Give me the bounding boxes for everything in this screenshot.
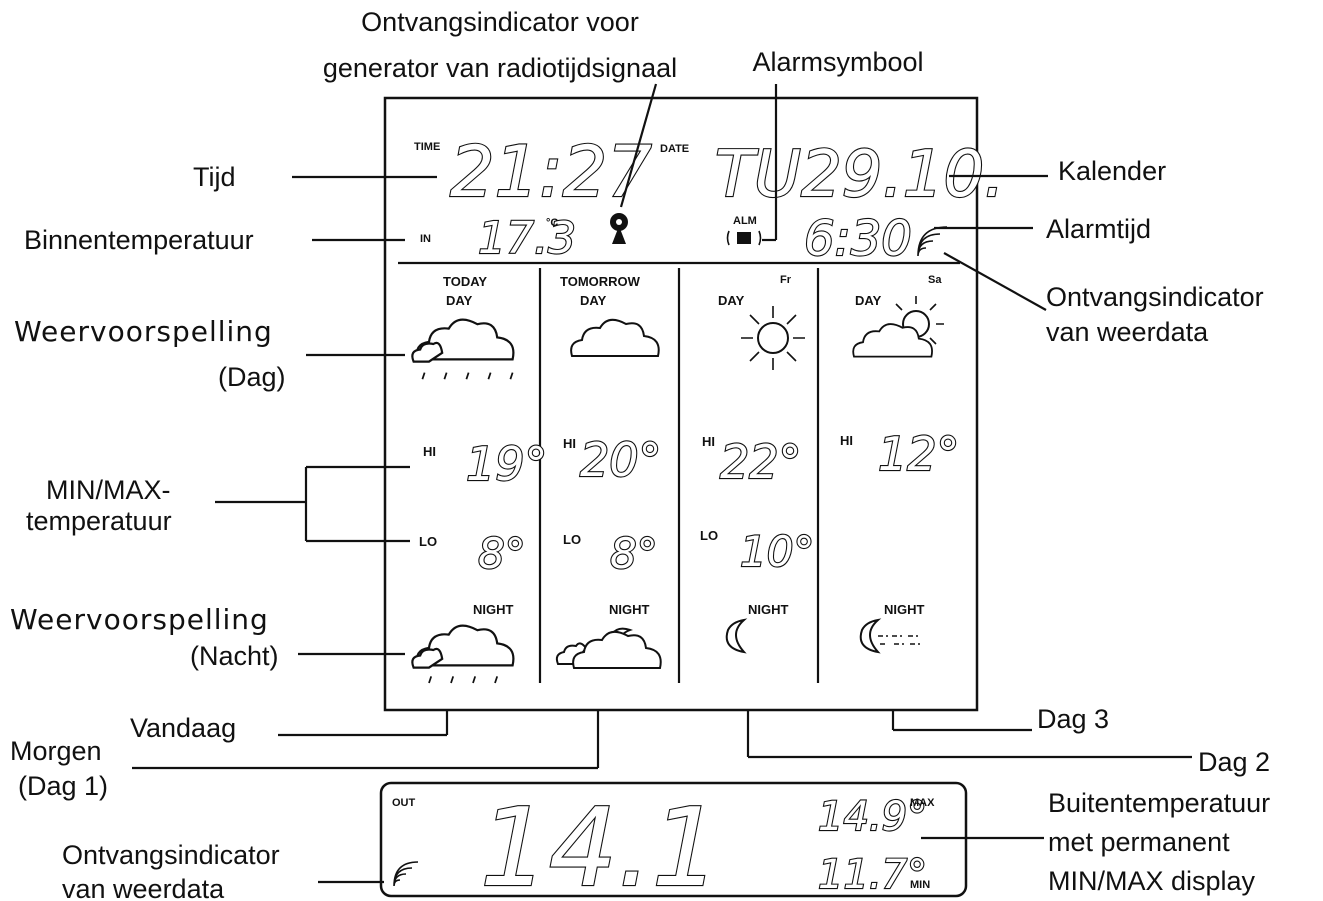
lo-temperature: 8° bbox=[610, 529, 658, 578]
hi-label: HI bbox=[563, 436, 576, 451]
moon-fog-icon bbox=[859, 618, 920, 654]
moon-cloud-icon bbox=[555, 627, 662, 669]
callout-outdoor-reception-line1: Ontvangsindicator bbox=[62, 840, 280, 870]
callout-tomorrow-line1: Morgen bbox=[10, 736, 102, 766]
callout-minmax-line2: temperatuur bbox=[26, 506, 172, 536]
outdoor-max-value: 14.9° bbox=[818, 794, 927, 840]
callout-minmax-line1: MIN/MAX- bbox=[46, 475, 171, 505]
callout-forecast-night-line1: Weervoorspelling bbox=[10, 603, 269, 636]
lo-label: LO bbox=[563, 532, 581, 547]
callout-weather-reception-line1: Ontvangsindicator bbox=[1046, 282, 1264, 312]
alm-label: ALM bbox=[733, 215, 757, 227]
hi-label: HI bbox=[423, 444, 436, 459]
out-label: OUT bbox=[392, 797, 416, 809]
outdoor-display-frame bbox=[379, 781, 968, 898]
col-head-today: TODAY bbox=[443, 274, 487, 289]
rain-cloud-icon bbox=[411, 624, 515, 684]
col-head-tomorrow: TOMORROW bbox=[560, 274, 641, 289]
callout-outdoor-temp-line3: MIN/MAX display bbox=[1048, 866, 1256, 896]
radio-tower-icon bbox=[610, 213, 628, 244]
callout-outdoor-temp-line1: Buitentemperatuur bbox=[1048, 788, 1270, 818]
callout-today: Vandaag bbox=[130, 713, 236, 743]
callout-day2: Dag 2 bbox=[1198, 747, 1270, 777]
min-label: MIN bbox=[910, 879, 930, 891]
callout-outdoor-reception-line2: van weerdata bbox=[62, 874, 225, 901]
night-label: NIGHT bbox=[884, 602, 925, 617]
callout-alarm-time: Alarmtijd bbox=[1046, 214, 1151, 244]
lo-label: LO bbox=[700, 528, 718, 543]
hi-temperature: 22° bbox=[720, 435, 802, 489]
callout-lines bbox=[132, 83, 1192, 884]
outdoor-min-value: 11.7° bbox=[818, 852, 927, 898]
outdoor-temperature-value: 14.1 bbox=[480, 786, 720, 901]
callout-radio-indicator-line2: generator van radiotijdsignaal bbox=[323, 53, 677, 83]
hi-temperature: 12° bbox=[878, 427, 960, 481]
callout-indoor-temp: Binnentemperatuur bbox=[24, 225, 254, 255]
hi-temperature: 19° bbox=[466, 437, 548, 491]
sun-cloud-icon bbox=[852, 296, 944, 358]
moon-icon bbox=[725, 618, 748, 654]
max-label: MAX bbox=[910, 797, 935, 809]
hi-label: HI bbox=[702, 434, 715, 449]
col-head-day2: Fr bbox=[780, 274, 792, 286]
callout-outdoor-temp-line2: met permanent bbox=[1048, 827, 1230, 857]
night-label: NIGHT bbox=[473, 602, 514, 617]
night-label: NIGHT bbox=[609, 602, 650, 617]
lo-temperature: 8° bbox=[478, 529, 526, 578]
hi-label: HI bbox=[840, 433, 853, 448]
lcd-frame bbox=[383, 96, 979, 712]
day-label: DAY bbox=[580, 293, 607, 308]
callout-time: Tijd bbox=[193, 162, 236, 192]
callout-forecast-day-line2: (Dag) bbox=[218, 362, 286, 392]
sun-icon bbox=[741, 306, 805, 370]
alarm-bell-icon bbox=[726, 230, 762, 246]
rain-cloud-icon bbox=[411, 318, 515, 380]
callout-weather-reception-line2: van weerdata bbox=[1046, 317, 1209, 347]
lo-temperature: 10° bbox=[740, 527, 814, 576]
col-head-day3: Sa bbox=[928, 274, 942, 286]
day-label: DAY bbox=[855, 293, 882, 308]
callout-tomorrow-line2: (Dag 1) bbox=[18, 771, 108, 801]
callout-calendar: Kalender bbox=[1058, 156, 1166, 186]
hi-temperature: 20° bbox=[580, 433, 662, 487]
outdoor-reception-icon bbox=[393, 861, 419, 887]
time-label: TIME bbox=[414, 141, 440, 153]
alarm-time-value: 6:30 bbox=[804, 211, 912, 267]
callout-alarm-symbol: Alarmsymbool bbox=[752, 47, 923, 77]
callout-forecast-night-line2: (Nacht) bbox=[190, 641, 279, 671]
indoor-unit: °C bbox=[546, 217, 558, 229]
in-label: IN bbox=[420, 233, 431, 245]
callout-day3: Dag 3 bbox=[1037, 704, 1109, 734]
day-label: DAY bbox=[446, 293, 473, 308]
lo-label: LO bbox=[419, 534, 437, 549]
callout-radio-indicator-line1: Ontvangsindicator voor bbox=[361, 7, 639, 37]
callout-forecast-day-line1: Weervoorspelling bbox=[14, 315, 273, 348]
day-label: DAY bbox=[718, 293, 745, 308]
time-value: 21:27 bbox=[450, 131, 652, 213]
indoor-temperature-value: 17.3 bbox=[478, 213, 576, 264]
weather-reception-icon bbox=[917, 226, 948, 257]
night-label: NIGHT bbox=[748, 602, 789, 617]
date-label: DATE bbox=[660, 143, 689, 155]
